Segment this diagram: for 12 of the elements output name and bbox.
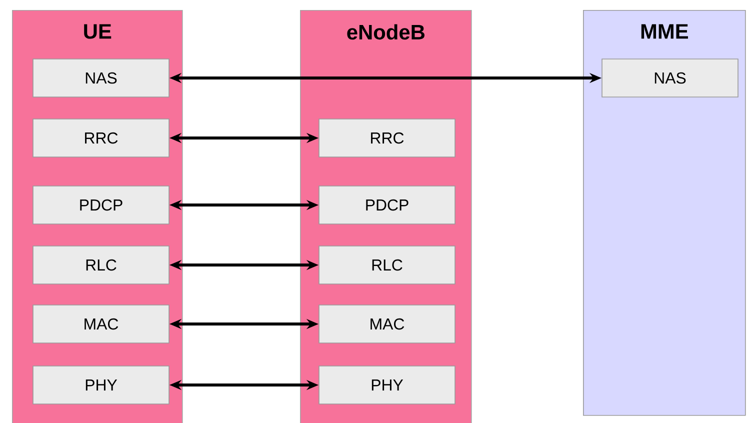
- layer-box: PDCP: [32, 186, 170, 224]
- layer-box: RRC: [32, 118, 170, 158]
- layer-box: NAS: [32, 58, 170, 98]
- layer-box: NAS: [602, 58, 738, 98]
- layer-box: MAC: [32, 304, 170, 344]
- layer-box: MAC: [318, 304, 456, 344]
- layer-box: RLC: [32, 246, 170, 284]
- layer-box: RRC: [318, 118, 456, 158]
- layer-box: PHY: [318, 366, 456, 404]
- layer-box: RLC: [318, 246, 456, 284]
- layer-box: PDCP: [318, 186, 456, 224]
- layer-box: PHY: [32, 366, 170, 404]
